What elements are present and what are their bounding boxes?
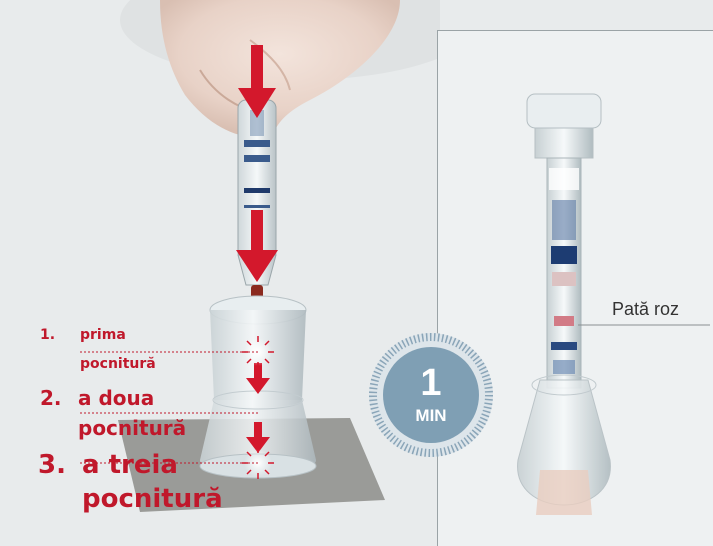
timer-label: 1 MIN — [366, 330, 496, 460]
pink-spot-callout: Pată roz — [612, 299, 679, 320]
developed-test-tube-illustration — [518, 94, 611, 515]
timer-value: 1 — [366, 362, 496, 405]
timer-unit: MIN — [366, 406, 496, 426]
